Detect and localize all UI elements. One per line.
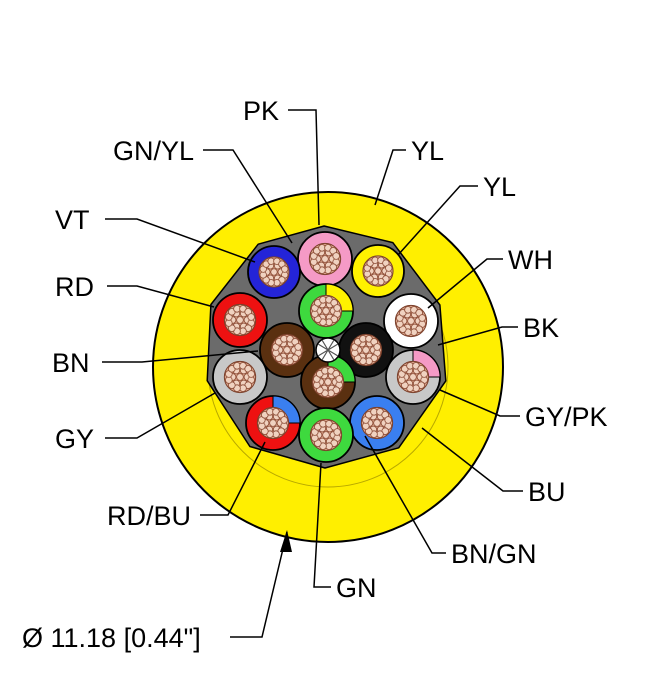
conductor-pk xyxy=(297,231,353,287)
leader-yl-jacket xyxy=(374,149,406,206)
conductor-gn xyxy=(298,407,354,463)
conductor-bn xyxy=(259,322,315,378)
label-gn-yl: GN/YL xyxy=(113,136,194,166)
conductor-bu xyxy=(349,395,405,451)
cable-cross-section xyxy=(152,191,504,543)
leader-bk xyxy=(437,326,518,346)
label-bu: BU xyxy=(528,477,566,507)
label-pk: PK xyxy=(243,96,279,126)
leader-wh xyxy=(427,258,503,309)
label-rd: RD xyxy=(55,272,94,302)
conductor-gn-yl xyxy=(298,283,354,339)
label-gy: GY xyxy=(55,424,94,454)
dimension-label: Ø 11.18 [0.44"] xyxy=(22,623,201,653)
leader-gn xyxy=(313,462,331,588)
label-bn-gn: BN/GN xyxy=(451,539,537,569)
conductor-labels: PK GN/YL YL YL VT WH RD BK BN GY/PK GY B… xyxy=(22,96,608,653)
dimension-arrowhead xyxy=(280,530,292,552)
conductor-cores xyxy=(212,231,441,463)
label-bk: BK xyxy=(523,313,559,343)
leader-bu xyxy=(421,427,523,492)
leader-bn-gn xyxy=(364,435,446,554)
conductor-rd xyxy=(212,292,268,348)
label-yl: YL xyxy=(483,172,516,202)
conductor-bk xyxy=(338,322,394,378)
conductor-rd-bu xyxy=(245,395,301,451)
leader-bn xyxy=(102,350,259,363)
conductor-yl-outer xyxy=(351,244,405,298)
leader-gy xyxy=(105,392,216,439)
leader-vt xyxy=(105,218,256,263)
leader-lines xyxy=(102,109,523,638)
leader-pk xyxy=(288,109,320,226)
label-wh: WH xyxy=(508,245,553,275)
label-gn: GN xyxy=(336,573,377,603)
label-yl-jacket: YL xyxy=(411,136,444,166)
leader-dimension xyxy=(230,531,288,638)
conductor-gy xyxy=(212,349,268,405)
conductor-vt xyxy=(247,245,301,299)
leader-gn-yl xyxy=(203,149,293,244)
conductor-bn-gn xyxy=(300,354,356,410)
leader-gy-pk xyxy=(439,389,520,417)
leader-yl xyxy=(397,185,478,256)
label-rd-bu: RD/BU xyxy=(107,501,191,531)
label-bn: BN xyxy=(52,348,90,378)
center-filler xyxy=(315,337,341,363)
label-gy-pk: GY/PK xyxy=(525,402,608,432)
leader-rd-bu xyxy=(200,441,266,516)
leader-rd xyxy=(107,285,215,308)
label-vt: VT xyxy=(55,205,90,235)
conductor-wh xyxy=(383,293,439,349)
conductor-gy-pk xyxy=(385,349,441,405)
